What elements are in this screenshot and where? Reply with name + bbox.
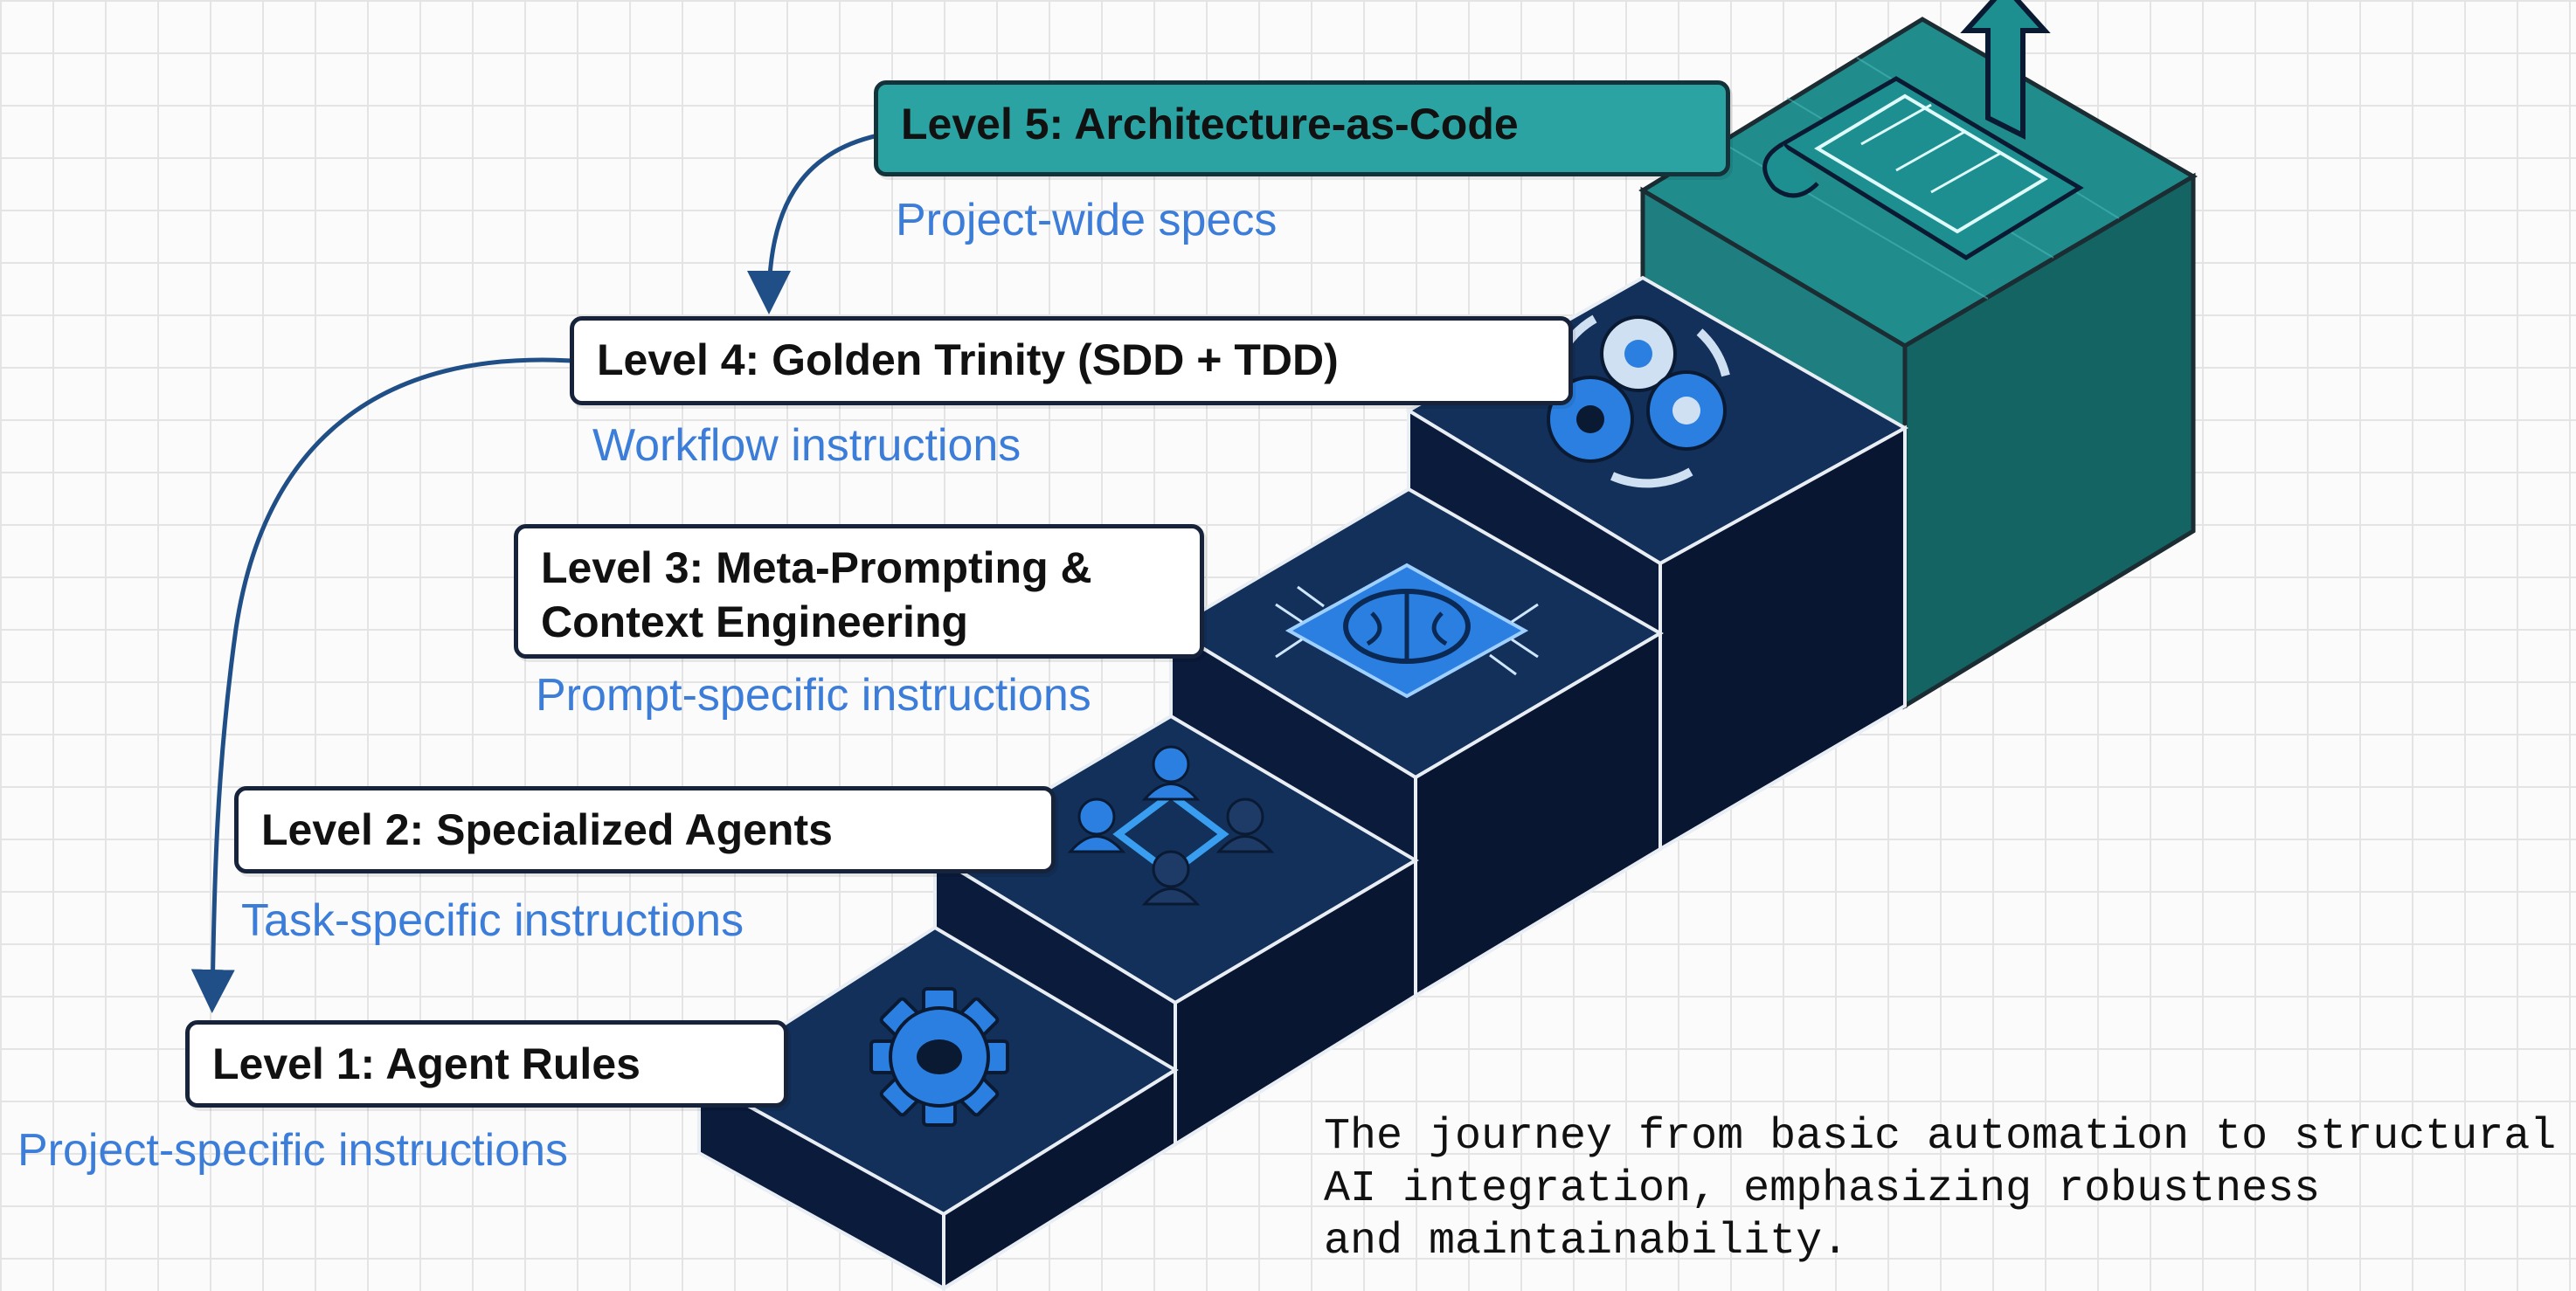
level-4-title: Level 4: Golden Trinity (SDD + TDD) <box>597 335 1339 384</box>
arrow-level5-to-level4 <box>747 133 879 314</box>
level-5-title: Level 5: Architecture-as-Code <box>901 100 1519 148</box>
level-5-label: Level 5: Architecture-as-Code <box>874 80 1730 176</box>
level-2-description: Task-specific instructions <box>241 895 744 946</box>
caption-line-2: AI integration, emphasizing robustness <box>1324 1164 2321 1214</box>
level-3-title-line2: Context Engineering <box>541 597 968 646</box>
brain-chip-icon <box>1275 563 1539 699</box>
agents-team-icon <box>1067 745 1275 906</box>
level-3-description: Prompt-specific instructions <box>536 670 1091 721</box>
level-1-description: Project-specific instructions <box>17 1125 568 1176</box>
level-4-label: Level 4: Golden Trinity (SDD + TDD) <box>570 316 1573 405</box>
step-1-front <box>697 1075 945 1291</box>
caption: The journey from basic automation to str… <box>1324 1111 2565 1268</box>
level-2-label: Level 2: Specialized Agents <box>234 786 1056 873</box>
level-3-title-line1: Level 3: Meta-Prompting & <box>541 543 1092 592</box>
level-3-label: Level 3: Meta-Prompting & Context Engine… <box>514 524 1204 659</box>
caption-line-3: and maintainability. <box>1324 1217 1849 1267</box>
caption-line-1: The journey from basic automation to str… <box>1324 1112 2557 1162</box>
level-5-description: Project-wide specs <box>896 195 1278 245</box>
level-4-description: Workflow instructions <box>592 420 1021 471</box>
level-1-title: Level 1: Agent Rules <box>212 1039 641 1088</box>
level-2-title: Level 2: Specialized Agents <box>261 805 833 854</box>
gear-icon <box>869 987 1009 1127</box>
arrow-level4-to-level1 <box>190 357 573 1013</box>
level-1-label: Level 1: Agent Rules <box>185 1020 788 1108</box>
blueprint-arrow-icon <box>1762 0 2084 260</box>
